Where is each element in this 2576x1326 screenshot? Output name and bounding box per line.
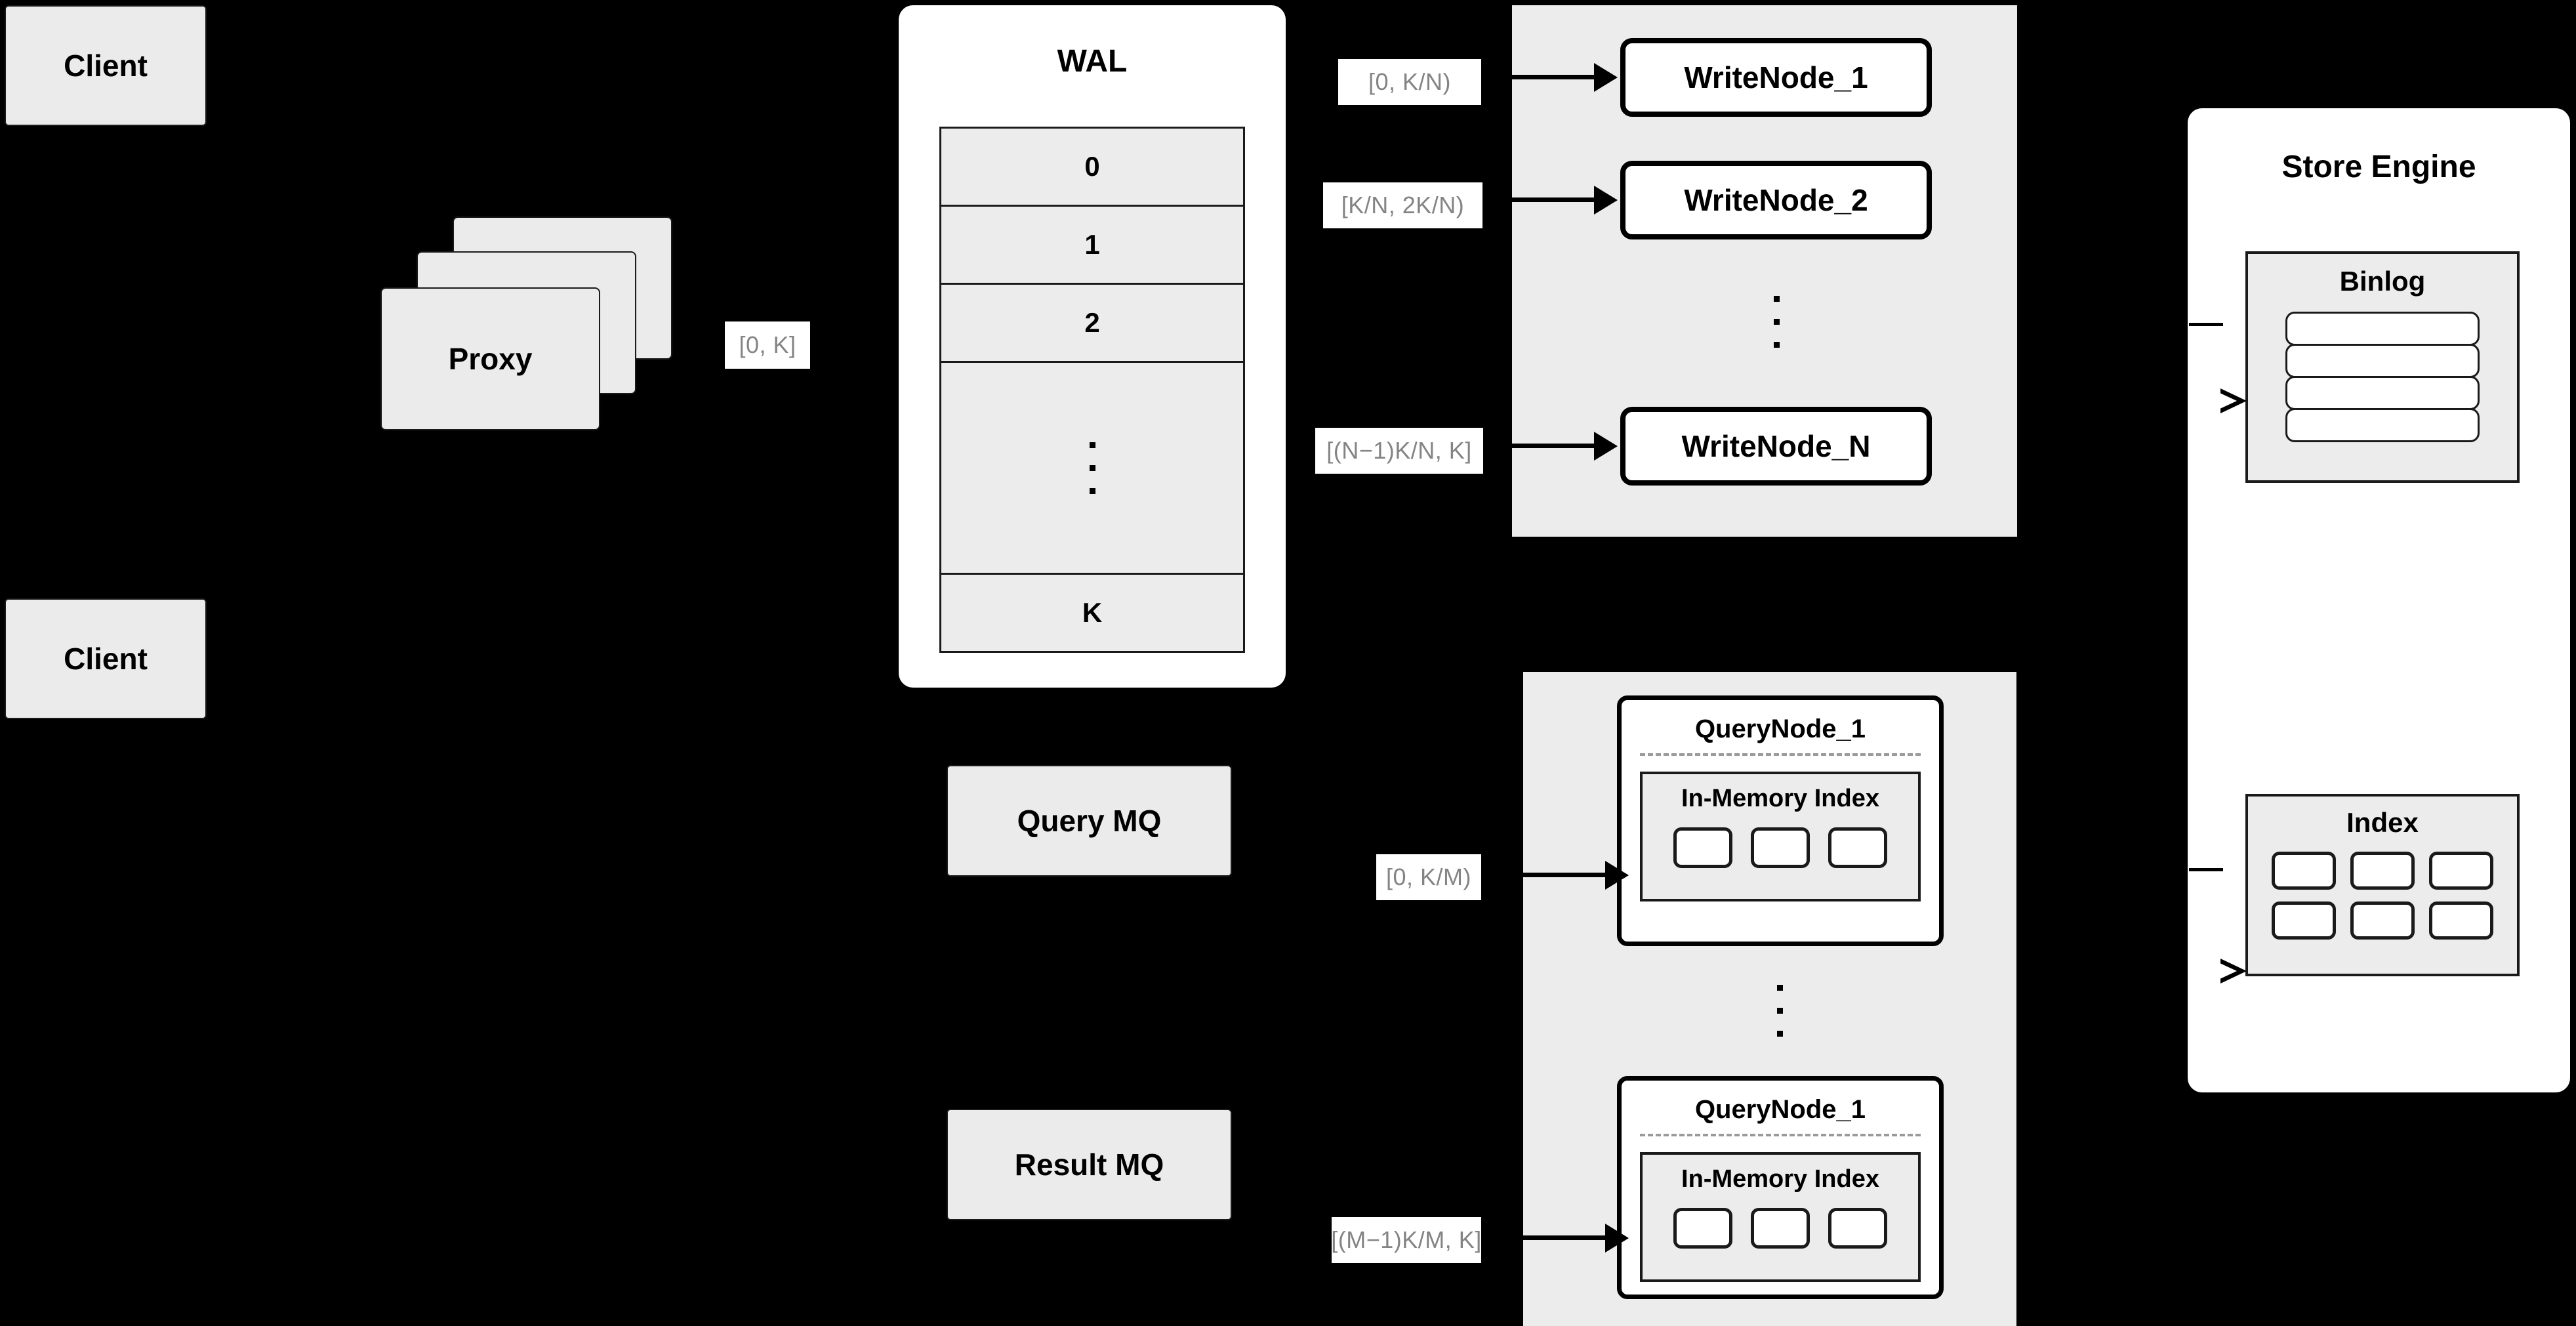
store-index-cell[interactable] <box>2429 901 2493 940</box>
query-mq-label: Query MQ <box>1017 804 1162 838</box>
write-arrow-head-n <box>1594 432 1618 461</box>
store-index-cell[interactable] <box>2272 852 2336 890</box>
proxy-range-text: [0, K] <box>739 331 796 358</box>
query-node-1-divider <box>1640 753 1921 756</box>
index-cell[interactable] <box>1673 1208 1732 1249</box>
binlog-segment[interactable] <box>2285 376 2480 410</box>
query-node-2-divider <box>1640 1134 1921 1136</box>
write-range-label-1: [0, K/N) <box>1338 59 1481 105</box>
index-cell[interactable] <box>1828 1208 1887 1249</box>
query-arrow-line-1 <box>1523 873 1607 877</box>
write-arrow-head-2 <box>1594 186 1618 215</box>
proxy-stack[interactable]: Proxy <box>380 217 672 433</box>
index-cell[interactable] <box>1751 1208 1810 1249</box>
client-label-2: Client <box>64 642 148 676</box>
query-node-1-index-title: In-Memory Index <box>1681 785 1879 812</box>
query-node-1-label: QueryNode_1 <box>1694 715 1866 743</box>
index-cell[interactable] <box>1673 827 1732 868</box>
binlog-segment[interactable] <box>2285 312 2480 346</box>
proxy-range-label: [0, K] <box>725 321 810 369</box>
write-node-n[interactable]: WriteNode_N <box>1620 407 1932 486</box>
binlog-title: Binlog <box>2339 266 2426 297</box>
query-arrow-line-2 <box>1523 1235 1607 1240</box>
write-node-n-label: WriteNode_N <box>1681 429 1871 463</box>
wal-row-k[interactable]: K <box>939 573 1245 653</box>
client-box-1[interactable]: Client <box>5 5 207 126</box>
write-range-label-2: [K/N, 2K/N) <box>1323 182 1482 228</box>
write-range-text-2: [K/N, 2K/N) <box>1341 192 1465 218</box>
result-mq-box[interactable]: Result MQ <box>947 1109 1232 1220</box>
query-range-label-1: [0, K/M) <box>1376 854 1481 900</box>
index-cell[interactable] <box>1828 827 1887 868</box>
write-node-2-label: WriteNode_2 <box>1684 183 1868 217</box>
wal-rows: 0 1 2 K <box>939 127 1245 653</box>
query-node-vertical-dots-icon <box>1768 961 1791 1060</box>
client-label-1: Client <box>64 49 148 83</box>
client-box-2[interactable]: Client <box>5 598 207 719</box>
store-index-title: Index <box>2346 807 2419 838</box>
binlog-box: Binlog <box>2245 251 2520 483</box>
write-node-1[interactable]: WriteNode_1 <box>1620 38 1932 117</box>
binlog-arrow-line <box>2189 323 2223 326</box>
query-node-2-in-memory-index: In-Memory Index <box>1640 1152 1921 1282</box>
query-range-label-2: [(M−1)K/M, K] <box>1331 1217 1482 1263</box>
query-node-2[interactable]: QueryNode_1 In-Memory Index <box>1617 1076 1944 1299</box>
wal-vertical-dots-icon <box>1089 442 1095 494</box>
query-node-1[interactable]: QueryNode_1 In-Memory Index <box>1617 695 1944 946</box>
store-engine-title: Store Engine <box>2281 150 2476 184</box>
write-arrow-head-1 <box>1594 63 1618 92</box>
write-range-text-1: [0, K/N) <box>1368 68 1452 95</box>
wal-panel: WAL 0 1 2 K <box>899 5 1286 688</box>
binlog-segment[interactable] <box>2285 408 2480 442</box>
query-arrow-head-2 <box>1605 1224 1629 1253</box>
write-range-text-n: [(N−1)K/N, K] <box>1326 437 1472 464</box>
store-index-arrow-line <box>2189 868 2223 871</box>
query-node-2-label: QueryNode_1 <box>1694 1095 1866 1124</box>
binlog-segment[interactable] <box>2285 344 2480 378</box>
wal-row-2[interactable]: 2 <box>939 283 1245 363</box>
write-range-label-n: [(N−1)K/N, K] <box>1315 428 1483 474</box>
store-index-arrow-head-icon <box>2218 959 2247 984</box>
query-range-text-1: [0, K/M) <box>1385 863 1472 890</box>
query-node-1-in-memory-index: In-Memory Index <box>1640 772 1921 901</box>
query-node-2-index-title: In-Memory Index <box>1681 1165 1879 1193</box>
wal-row-0[interactable]: 0 <box>939 127 1245 207</box>
wal-title: WAL <box>1057 44 1128 79</box>
store-index-cell[interactable] <box>2429 852 2493 890</box>
wal-row-ellipsis <box>939 361 1245 575</box>
write-node-1-label: WriteNode_1 <box>1684 60 1868 94</box>
wal-row-1[interactable]: 1 <box>939 205 1245 285</box>
store-index-cell[interactable] <box>2272 901 2336 940</box>
store-index-cell[interactable] <box>2350 901 2415 940</box>
query-mq-box[interactable]: Query MQ <box>947 765 1232 877</box>
write-arrow-line-1 <box>1512 75 1596 79</box>
write-arrow-line-2 <box>1512 197 1596 202</box>
write-node-2[interactable]: WriteNode_2 <box>1620 161 1932 239</box>
query-arrow-head-1 <box>1605 861 1629 890</box>
store-index-cell[interactable] <box>2350 852 2415 890</box>
store-index-box: Index <box>2245 794 2520 976</box>
query-range-text-2: [(M−1)K/M, K] <box>1331 1226 1482 1253</box>
index-cell[interactable] <box>1751 827 1810 868</box>
binlog-arrow-head-icon <box>2218 388 2247 413</box>
write-node-vertical-dots-icon <box>1765 272 1788 371</box>
result-mq-label: Result MQ <box>1014 1148 1164 1182</box>
proxy-card-front[interactable]: Proxy <box>380 287 600 430</box>
store-engine-panel: Store Engine Binlog Index <box>2188 108 2570 1092</box>
proxy-label: Proxy <box>448 342 533 376</box>
write-arrow-line-n <box>1512 444 1596 448</box>
